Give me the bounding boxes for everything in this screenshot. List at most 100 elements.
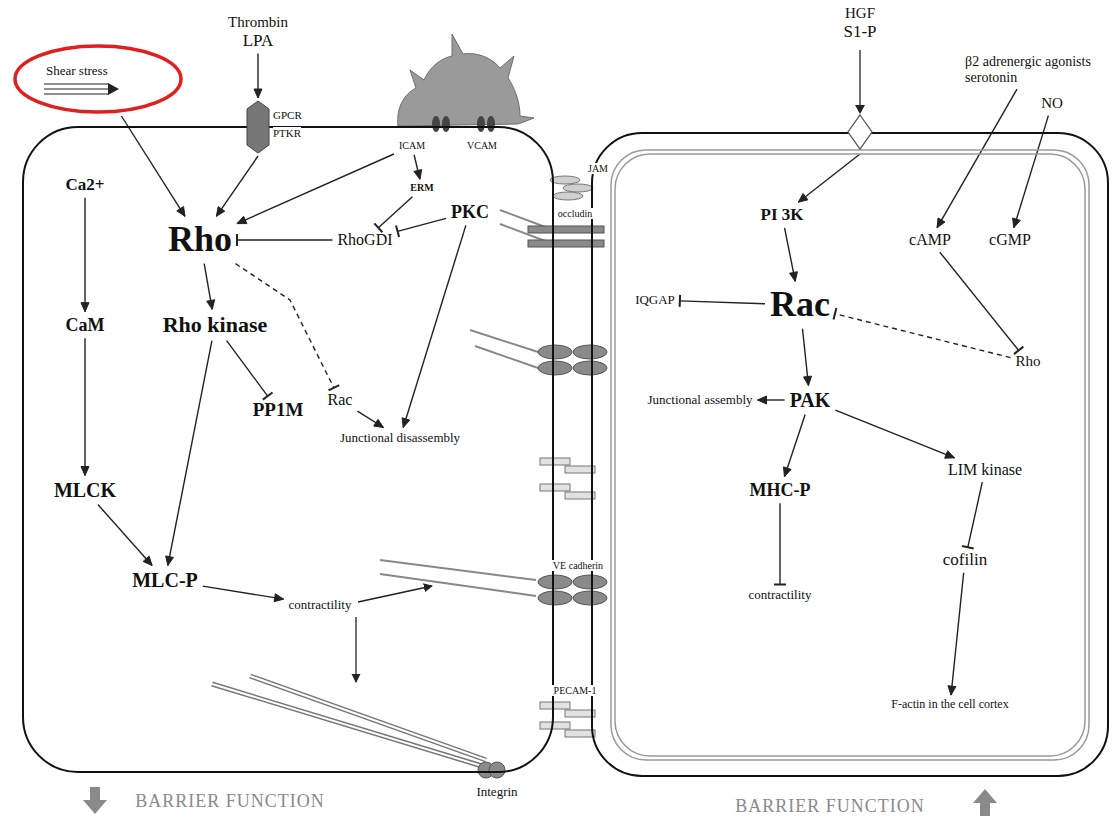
signal-connector [948, 573, 964, 695]
signal-connector [680, 295, 765, 307]
signal-node: Rac [767, 283, 833, 326]
signal-connector [785, 228, 798, 282]
pecam-protein [540, 722, 570, 729]
arrow-head [166, 556, 174, 566]
connector-line [779, 503, 780, 584]
cortex-outline [615, 154, 1085, 756]
node-label: contractility [749, 588, 812, 603]
junction-protein [540, 458, 570, 465]
signal-node: Rac [325, 390, 356, 410]
endothelial-cell: BARRIER FUNCTIONICAMVCAMCa2+CaMMLCKRhoRh… [22, 126, 554, 818]
stress-fiber [212, 684, 482, 766]
node-label: Shear stress [46, 64, 108, 79]
part-label: occludin [556, 208, 594, 219]
signal-node: Rho kinase [160, 311, 271, 338]
adhesion-label: VCAM [464, 139, 500, 153]
signal-connector [81, 198, 89, 312]
node-label: cofilin [943, 550, 987, 570]
node-label: Rho [1015, 353, 1040, 370]
flow-line [44, 93, 109, 94]
signal-node: MLCK [51, 478, 119, 503]
ligand-arrowhead [855, 105, 865, 114]
outcome-node: F-actin in the cell cortex [888, 697, 1011, 713]
arrow-head [758, 396, 767, 404]
signal-node: PKC [448, 201, 492, 224]
outcome-node: Junctional assembly [644, 392, 755, 409]
connector-line [937, 89, 1017, 228]
connector-line [237, 154, 394, 224]
node-label: ERM [410, 182, 433, 194]
arrow-head [374, 419, 384, 427]
node-label: LIM kinase [948, 461, 1022, 479]
connector-line [835, 410, 954, 458]
connector-line [168, 341, 212, 566]
connector-line [84, 338, 85, 475]
adhesion-molecule [477, 116, 485, 132]
junction-protein [540, 484, 570, 491]
adhesion-molecule [432, 116, 440, 132]
signal-connector [216, 156, 258, 216]
node-label: Thrombin [228, 14, 288, 31]
connector-line [951, 573, 964, 695]
occludin-protein [528, 226, 604, 233]
stimulus-label: ThrombinLPA [225, 13, 291, 52]
connector-line [1014, 116, 1049, 228]
signal-connector [254, 53, 262, 98]
connector-line [680, 301, 765, 304]
arrow-head [254, 89, 262, 98]
ve-cadherin-protein [538, 575, 572, 589]
inhibition-bar [329, 385, 340, 390]
signal-connector [940, 252, 1024, 354]
signal-connector [396, 218, 446, 237]
signal-connector [962, 482, 982, 548]
arrow-head [937, 218, 945, 228]
arrow-head [948, 686, 956, 695]
actin-filament [500, 210, 548, 228]
signal-node: PP1M [250, 398, 307, 422]
signal-connector [227, 341, 273, 400]
junction-protein [538, 361, 572, 375]
signal-connector [802, 329, 811, 386]
arrow-head [207, 300, 215, 310]
signal-node: LIM kinase [945, 460, 1025, 480]
node-label: cGMP [989, 231, 1031, 249]
node-label: PAK [790, 389, 831, 412]
adhesion-label: ICAM [396, 139, 428, 153]
connector-line [227, 341, 268, 396]
jam-protein [553, 192, 583, 200]
signal-connector [237, 234, 332, 246]
ve-cadherin-protein [538, 591, 572, 605]
arrow-head [790, 272, 798, 282]
node-label: IQGAP [635, 293, 675, 308]
flow-line [44, 83, 109, 84]
cell-membrane [23, 127, 553, 772]
endothelial-cell [591, 132, 1109, 818]
signal-connector [783, 415, 805, 477]
receptor-symbol: HGFS1-P [830, 2, 890, 152]
arrow-head [798, 194, 808, 203]
occludin-protein [528, 240, 604, 247]
signal-connector [1013, 116, 1049, 228]
signal-node: Rho [165, 218, 235, 261]
signal-connector [237, 154, 394, 224]
connector-line [357, 411, 383, 427]
arrow-head [414, 170, 422, 180]
junction-protein [573, 345, 607, 359]
actin-filament [475, 346, 538, 368]
endothelial-cell: BARRIER FUNCTIONPI 3KcAMPcGMPRacIQGAPRho… [591, 132, 1109, 818]
inhibition-bar [962, 546, 974, 549]
signal-node: PI 3K [758, 204, 807, 226]
effect-caption: BARRIER FUNCTION [735, 796, 925, 817]
node-label: PP1M [253, 399, 304, 421]
ligand-arrow [859, 50, 860, 106]
junction-protein [573, 361, 607, 375]
node-label: Ca2+ [66, 175, 105, 195]
ve-cadherin-protein [573, 591, 607, 605]
signal-node: ERM [407, 181, 436, 195]
signal-connector [414, 155, 422, 180]
signal-connector [758, 396, 785, 404]
signal-connector [834, 308, 1011, 358]
increase-arrow [973, 789, 997, 803]
stimulus-ellipse [12, 44, 184, 114]
connector-line [968, 482, 982, 547]
